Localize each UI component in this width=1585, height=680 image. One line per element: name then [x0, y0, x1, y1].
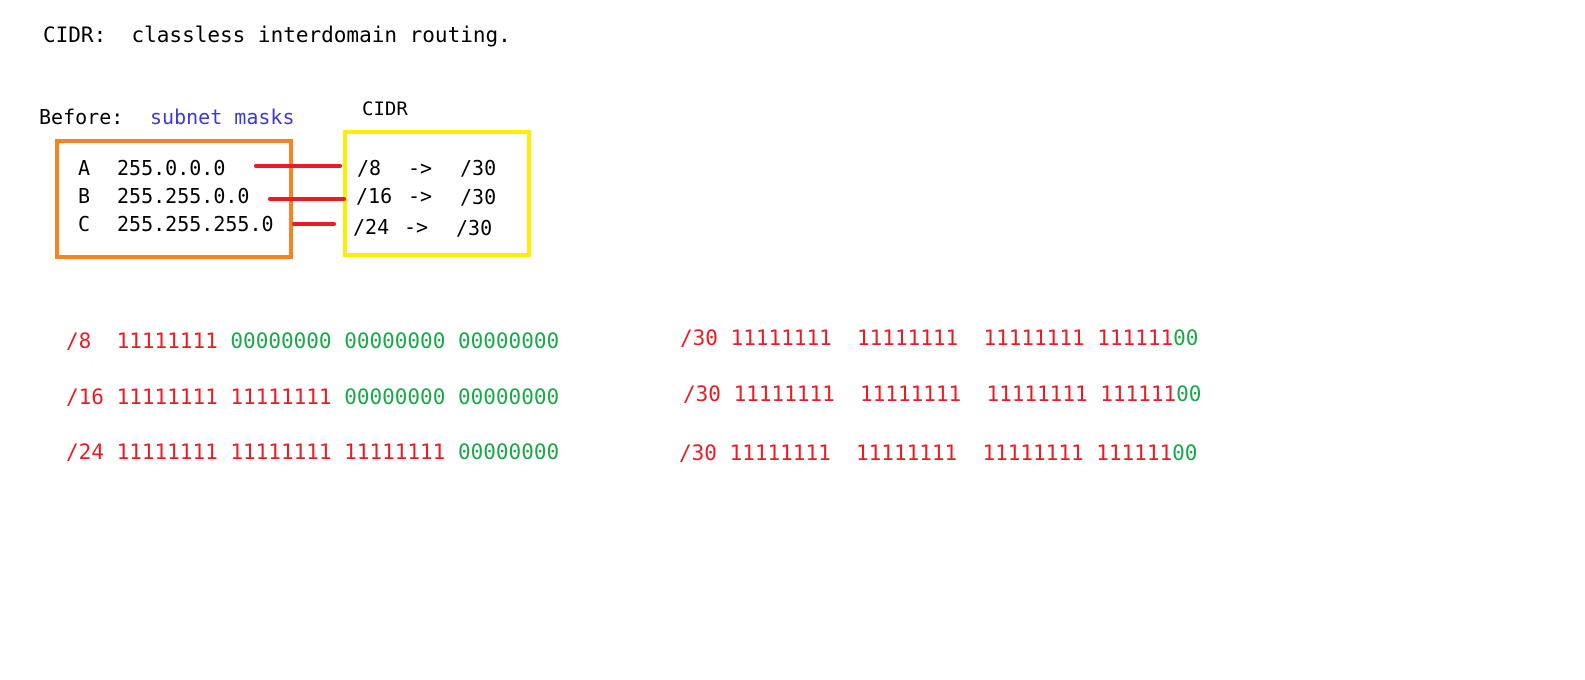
- zeros-bits: 00000000: [457, 440, 560, 464]
- cidr-from-24: /24: [353, 215, 390, 239]
- connector-line-b: [268, 197, 346, 201]
- ones-bits: 11111111 11111111 11111111 111111: [730, 326, 1174, 350]
- prefix-label: /30: [679, 441, 717, 465]
- class-mask-c: 255.255.255.0: [117, 212, 274, 236]
- cidr-arrow-2: ->: [408, 184, 433, 208]
- class-letter-a: A: [78, 156, 91, 180]
- cidr-to-30-3: /30: [456, 216, 493, 240]
- connector-line-c: [292, 222, 336, 226]
- subnet-masks-label: subnet masks: [150, 105, 295, 129]
- zeros-bits: 00: [1172, 441, 1198, 465]
- zeros-bits: 00000000 00000000 00000000: [230, 329, 560, 353]
- prefix-label: /16: [66, 385, 104, 409]
- binary-row-30-2: /30 11111111 11111111 11111111 11111100: [683, 384, 1201, 405]
- cidr-label: CIDR: [362, 98, 408, 120]
- class-letter-c: C: [78, 212, 91, 236]
- zeros-bits: 00: [1176, 382, 1202, 406]
- cidr-conversion-box: [343, 130, 531, 257]
- zeros-bits: 00000000 00000000: [344, 385, 560, 409]
- binary-row-16: /16 11111111 11111111 00000000 00000000: [66, 387, 559, 408]
- ones-bits: 11111111: [116, 329, 218, 353]
- class-mask-b: 255.255.0.0: [117, 184, 250, 208]
- ones-bits: 11111111 11111111 11111111: [116, 440, 446, 464]
- before-label: Before:: [39, 105, 124, 129]
- class-letter-b: B: [78, 184, 91, 208]
- binary-row-30-1: /30 11111111 11111111 11111111 11111100: [680, 328, 1198, 349]
- connector-line-a: [254, 164, 342, 168]
- prefix-label: /8: [66, 329, 92, 353]
- binary-row-30-3: /30 11111111 11111111 11111111 11111100: [679, 443, 1197, 464]
- cidr-arrow-1: ->: [408, 156, 433, 180]
- binary-row-24: /24 11111111 11111111 11111111 00000000: [66, 442, 559, 463]
- cidr-from-16: /16: [356, 184, 393, 208]
- class-mask-a: 255.0.0.0: [117, 156, 226, 180]
- cidr-arrow-3: ->: [404, 215, 429, 239]
- binary-row-8: /8 11111111 00000000 00000000 00000000: [66, 331, 559, 352]
- ones-bits: 11111111 11111111 11111111 111111: [729, 441, 1173, 465]
- prefix-label: /30: [683, 382, 721, 406]
- cidr-from-8: /8: [357, 156, 382, 180]
- page-title: CIDR: classless interdomain routing.: [43, 23, 511, 47]
- zeros-bits: 00: [1173, 326, 1199, 350]
- prefix-label: /24: [66, 440, 104, 464]
- cidr-to-30-1: /30: [460, 156, 497, 180]
- ones-bits: 11111111 11111111: [116, 385, 332, 409]
- cidr-to-30-2: /30: [460, 185, 497, 209]
- ones-bits: 11111111 11111111 11111111 111111: [733, 382, 1177, 406]
- prefix-label: /30: [680, 326, 718, 350]
